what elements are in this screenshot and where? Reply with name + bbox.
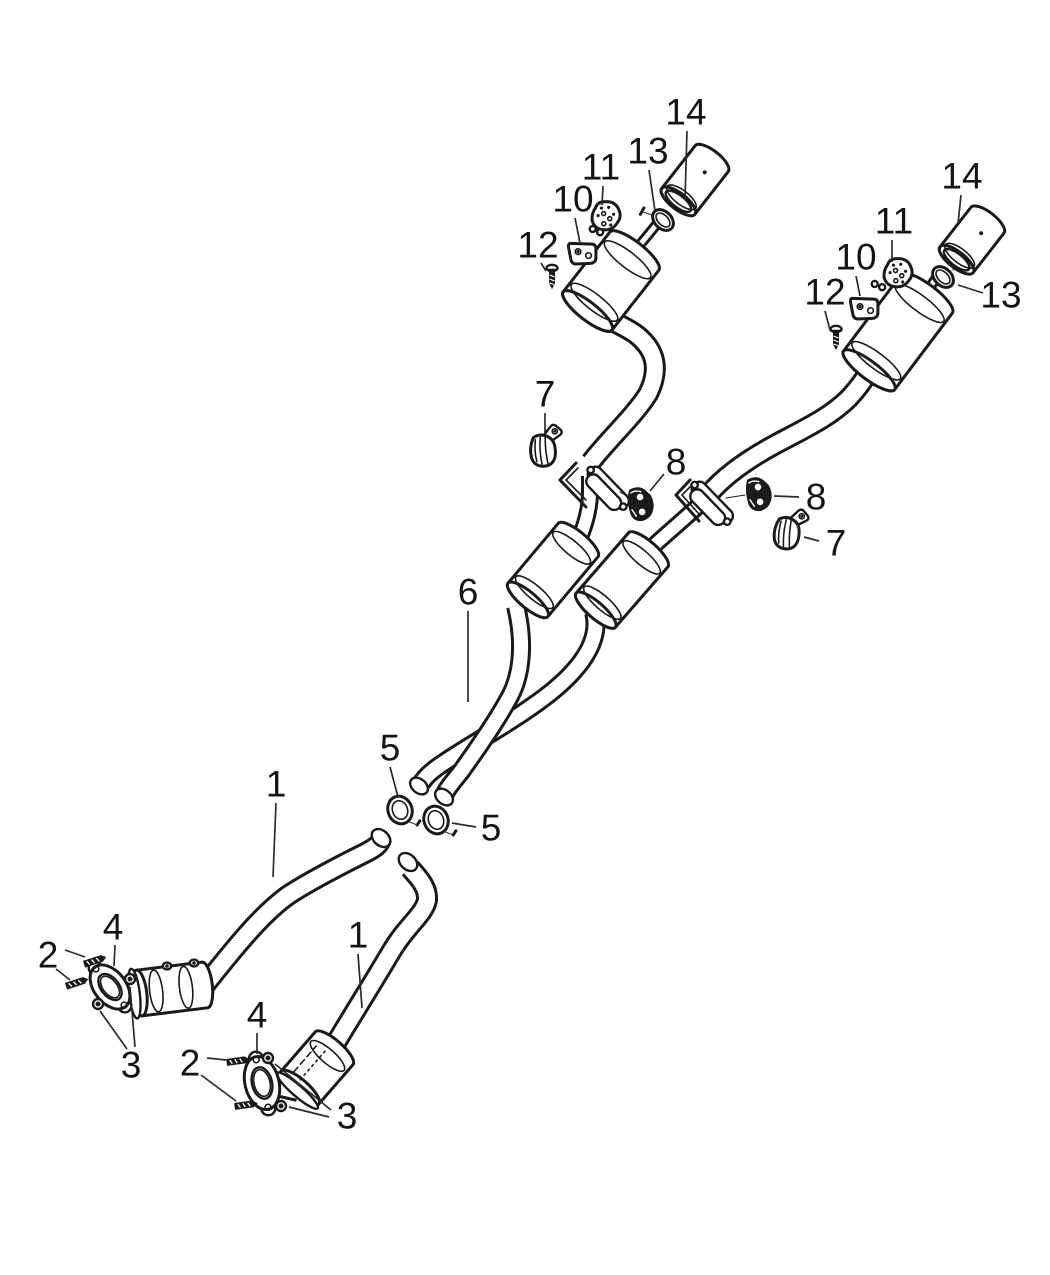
flange-nut bbox=[123, 972, 137, 986]
resonator-left bbox=[505, 520, 601, 620]
callout-3: 3 bbox=[337, 1096, 358, 1137]
callout-12: 12 bbox=[517, 225, 558, 266]
leader-line bbox=[601, 185, 604, 206]
callout-6: 6 bbox=[458, 572, 479, 613]
leader-line bbox=[274, 1063, 332, 1111]
leader-line bbox=[272, 802, 277, 878]
leader-line bbox=[55, 968, 71, 981]
callout-12: 12 bbox=[804, 272, 845, 313]
callout-10: 10 bbox=[552, 179, 593, 220]
callout-7: 7 bbox=[535, 374, 556, 415]
muffler-inlet-pipe-right bbox=[700, 365, 880, 502]
muffler-left bbox=[561, 220, 662, 333]
leader-line bbox=[129, 986, 136, 1048]
muffler-insulator bbox=[882, 257, 914, 289]
front-pipe-center bbox=[324, 851, 438, 1052]
callout-8: 8 bbox=[806, 477, 827, 518]
leader-line bbox=[574, 217, 581, 244]
support-bracket bbox=[566, 224, 605, 266]
leader-line bbox=[855, 275, 861, 297]
stud-bolt bbox=[64, 977, 89, 990]
flange-gasket-left bbox=[87, 960, 133, 1014]
callout-2: 2 bbox=[38, 935, 59, 976]
flange-nut bbox=[274, 1099, 288, 1113]
mounting-screw bbox=[829, 324, 843, 351]
leader-line bbox=[824, 310, 831, 331]
rubber-isolator bbox=[627, 487, 654, 522]
callout-14: 14 bbox=[665, 92, 706, 133]
mounting-screw bbox=[545, 263, 559, 290]
callout-2: 2 bbox=[180, 1043, 201, 1084]
stud-bolt bbox=[226, 1056, 250, 1066]
callout-4: 4 bbox=[247, 995, 268, 1036]
muffler-inlet-pipe-left bbox=[582, 302, 666, 469]
catalytic-converter-left bbox=[118, 958, 215, 1020]
exhaust-tip-right bbox=[937, 204, 1007, 276]
leader-line bbox=[389, 766, 399, 798]
hanger-bracket bbox=[529, 423, 563, 468]
center-pipe-section bbox=[408, 476, 713, 807]
flange-nut bbox=[91, 997, 105, 1011]
callout-5: 5 bbox=[380, 728, 401, 769]
leader-line bbox=[288, 1106, 330, 1118]
leader-line bbox=[648, 169, 656, 212]
muffler-insulator bbox=[590, 200, 622, 232]
catalytic-converter-center bbox=[275, 1029, 356, 1111]
leader-line bbox=[957, 194, 962, 225]
rubber-isolator bbox=[745, 477, 772, 512]
leader-line bbox=[773, 495, 800, 498]
callout-4: 4 bbox=[103, 907, 124, 948]
support-bracket bbox=[848, 279, 887, 321]
hanger-bracket bbox=[772, 508, 810, 551]
leader-line bbox=[357, 953, 363, 1009]
flange-junction-right bbox=[674, 478, 746, 527]
resonator-right bbox=[573, 530, 671, 630]
leader-line bbox=[99, 1010, 128, 1050]
callout-10: 10 bbox=[835, 237, 876, 278]
stud-bolt bbox=[82, 955, 107, 968]
callout-7: 7 bbox=[826, 523, 847, 564]
leader-line bbox=[113, 944, 116, 967]
callout-13: 13 bbox=[980, 275, 1021, 316]
callout-1: 1 bbox=[348, 915, 369, 956]
tip-clamp bbox=[638, 206, 675, 232]
leader-line bbox=[803, 536, 820, 542]
flange-junction-left bbox=[558, 461, 635, 512]
flange-gasket-center bbox=[242, 1050, 282, 1117]
band-clamp bbox=[422, 804, 458, 837]
leader-line bbox=[206, 1057, 227, 1061]
flange-nut bbox=[261, 1051, 275, 1065]
callout-1: 1 bbox=[266, 764, 287, 805]
callout-3: 3 bbox=[121, 1045, 142, 1086]
leader-line bbox=[64, 949, 86, 958]
callout-8: 8 bbox=[666, 442, 687, 483]
callout-11: 11 bbox=[875, 201, 913, 242]
oxygen-sensor-boss bbox=[161, 958, 200, 971]
leader-line bbox=[957, 284, 984, 294]
callout-14: 14 bbox=[941, 156, 982, 197]
band-clamp bbox=[386, 794, 422, 827]
stud-bolt bbox=[234, 1100, 258, 1110]
leader-line bbox=[540, 262, 547, 272]
exhaust-tip-left bbox=[659, 142, 731, 218]
leader-line bbox=[684, 130, 688, 201]
leader-line bbox=[649, 473, 665, 492]
callout-13: 13 bbox=[627, 131, 668, 172]
leader-line bbox=[200, 1074, 237, 1102]
leader-line bbox=[451, 822, 477, 828]
front-pipe-left bbox=[196, 827, 392, 992]
callout-5: 5 bbox=[481, 808, 502, 849]
callout-11: 11 bbox=[582, 147, 620, 188]
